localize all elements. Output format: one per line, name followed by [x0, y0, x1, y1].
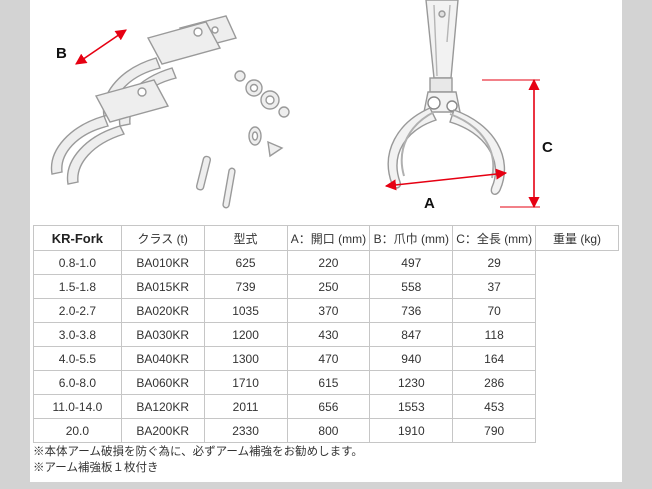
- class-cell: 0.8-1.0: [33, 250, 122, 275]
- opening-cell: 1035: [203, 298, 288, 323]
- class-cell: 6.0-8.0: [33, 370, 122, 395]
- table-row: 1.5-1.8 BA015KR 739 250 558 37: [33, 274, 619, 299]
- table-row: 3.0-3.8 BA030KR 1200 430 847 118: [33, 322, 619, 347]
- model-cell: BA015KR: [120, 274, 205, 299]
- model-cell: BA040KR: [120, 346, 205, 371]
- assembled-view: [387, 0, 506, 195]
- model-cell: BA030KR: [120, 322, 205, 347]
- dimension-arrow-b: [75, 29, 127, 65]
- col-header-claw-width: B：爪巾 (mm): [369, 225, 454, 251]
- dimension-label-c: C: [542, 139, 553, 156]
- length-cell: 736: [369, 298, 454, 323]
- claw-width-cell: 370: [286, 298, 371, 323]
- length-cell: 558: [369, 274, 454, 299]
- content-panel: B A: [30, 0, 622, 482]
- opening-cell: 2330: [203, 418, 288, 443]
- weight-cell: 453: [452, 394, 537, 419]
- dimension-arrow-a: [384, 168, 508, 191]
- note-arm-reinforcement: ※本体アーム破損を防ぐ為に、必ずアーム補強をお勧めします。: [33, 446, 363, 458]
- col-header-model: 型式: [203, 225, 288, 251]
- opening-cell: 2011: [203, 394, 288, 419]
- dimension-label-a: A: [424, 195, 435, 212]
- spec-table: KR-Fork クラス (t) 型式 A：開口 (mm) B：爪巾 (mm) C…: [33, 225, 619, 443]
- claw-width-cell: 250: [286, 274, 371, 299]
- claw-width-cell: 656: [286, 394, 371, 419]
- table-row: 11.0-14.0 BA120KR 2011 656 1553 453: [33, 394, 619, 419]
- length-cell: 1553: [369, 394, 454, 419]
- model-cell: BA060KR: [120, 370, 205, 395]
- table-header-row: KR-Fork クラス (t) 型式 A：開口 (mm) B：爪巾 (mm) C…: [33, 225, 619, 251]
- dimension-label-b: B: [56, 45, 67, 62]
- opening-cell: 1200: [203, 322, 288, 347]
- claw-width-cell: 470: [286, 346, 371, 371]
- note-plate-included: ※アーム補強板１枚付き: [33, 462, 159, 474]
- length-cell: 1230: [369, 370, 454, 395]
- claw-width-cell: 800: [286, 418, 371, 443]
- weight-cell: 164: [452, 346, 537, 371]
- product-name-cell: KR-Fork: [33, 225, 122, 251]
- class-cell: 3.0-3.8: [33, 322, 122, 347]
- class-cell: 11.0-14.0: [33, 394, 122, 419]
- class-cell: 20.0: [33, 418, 122, 443]
- weight-cell: 70: [452, 298, 537, 323]
- technical-diagrams: B A: [50, 0, 553, 212]
- opening-cell: 1300: [203, 346, 288, 371]
- claw-width-cell: 430: [286, 322, 371, 347]
- claw-width-cell: 220: [286, 250, 371, 275]
- model-cell: BA120KR: [120, 394, 205, 419]
- opening-cell: 1710: [203, 370, 288, 395]
- table-row: 0.8-1.0 BA010KR 625 220 497 29: [33, 250, 619, 275]
- class-cell: 1.5-1.8: [33, 274, 122, 299]
- model-cell: BA010KR: [120, 250, 205, 275]
- length-cell: 1910: [369, 418, 454, 443]
- length-cell: 847: [369, 322, 454, 347]
- weight-cell: 790: [452, 418, 537, 443]
- model-cell: BA020KR: [120, 298, 205, 323]
- col-header-weight: 重量 (kg): [535, 225, 619, 251]
- table-row: 20.0 BA200KR 2330 800 1910 790: [33, 418, 619, 443]
- length-cell: 940: [369, 346, 454, 371]
- weight-cell: 37: [452, 274, 537, 299]
- class-cell: 2.0-2.7: [33, 298, 122, 323]
- class-cell: 4.0-5.5: [33, 346, 122, 371]
- col-header-opening: A：開口 (mm): [286, 225, 371, 251]
- model-cell: BA200KR: [120, 418, 205, 443]
- opening-cell: 625: [203, 250, 288, 275]
- exploded-view: [50, 15, 290, 209]
- col-header-length: C：全長 (mm): [452, 225, 537, 251]
- length-cell: 497: [369, 250, 454, 275]
- table-row: 6.0-8.0 BA060KR 1710 615 1230 286: [33, 370, 619, 395]
- weight-cell: 29: [452, 250, 537, 275]
- dimension-arrow-c: [482, 78, 540, 209]
- weight-cell: 286: [452, 370, 537, 395]
- table-row: 4.0-5.5 BA040KR 1300 470 940 164: [33, 346, 619, 371]
- table-row: 2.0-2.7 BA020KR 1035 370 736 70: [33, 298, 619, 323]
- weight-cell: 118: [452, 322, 537, 347]
- col-header-class: クラス (t): [120, 225, 205, 251]
- opening-cell: 739: [203, 274, 288, 299]
- footnotes: ※本体アーム破損を防ぐ為に、必ずアーム補強をお勧めします。 ※アーム補強板１枚付…: [33, 444, 363, 476]
- claw-width-cell: 615: [286, 370, 371, 395]
